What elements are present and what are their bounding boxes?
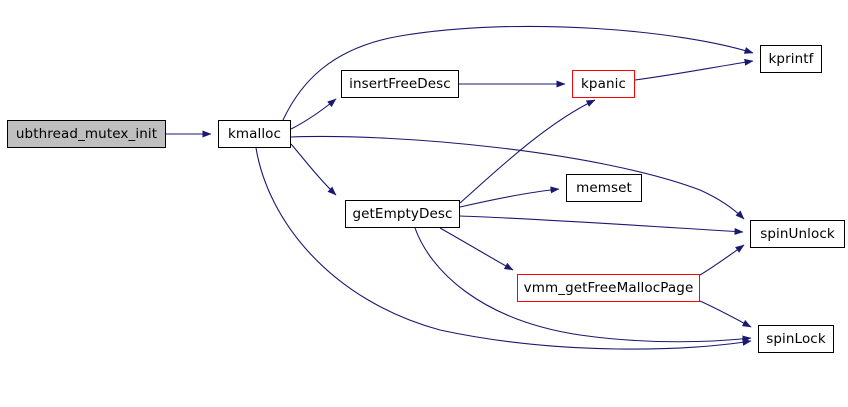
node-kpanic[interactable]: kpanic <box>572 70 635 98</box>
edge-getEmptyDesc-to-memset <box>459 186 560 208</box>
edge-kmalloc-to-kprintf <box>282 25 754 121</box>
node-label: vmm_getFreeMallocPage <box>523 280 694 296</box>
edge-kpanic-to-kprintf <box>634 58 754 81</box>
node-vmm_getFreeMallocPage[interactable]: vmm_getFreeMallocPage <box>517 274 700 302</box>
edge-kmalloc-to-spinLock <box>255 147 752 350</box>
node-label: kmalloc <box>227 126 282 142</box>
node-label: ubthread_mutex_init <box>15 126 158 142</box>
node-label: spinLock <box>766 331 826 347</box>
node-label: getEmptyDesc <box>352 206 453 222</box>
node-ubthread_mutex_init[interactable]: ubthread_mutex_init <box>7 120 166 148</box>
edge-kmalloc-to-spinUnlock <box>290 135 745 220</box>
edge-getEmptyDesc-to-vmm_getFreeMallocPage <box>439 227 514 271</box>
node-label: insertFreeDesc <box>349 76 451 92</box>
node-spinLock[interactable]: spinLock <box>758 325 834 353</box>
edge-kmalloc-to-getEmptyDesc <box>290 143 337 196</box>
node-kprintf[interactable]: kprintf <box>760 45 822 73</box>
node-getEmptyDesc[interactable]: getEmptyDesc <box>345 200 460 228</box>
edge-getEmptyDesc-to-kpanic <box>459 99 596 204</box>
node-label: memset <box>576 180 632 196</box>
node-label: kpanic <box>581 76 626 92</box>
edge-vmm_getFreeMallocPage-to-spinUnlock <box>699 244 745 276</box>
node-label: spinUnlock <box>760 226 835 242</box>
node-memset[interactable]: memset <box>566 174 642 202</box>
edge-kmalloc-to-insertFreeDesc <box>290 98 337 130</box>
edge-getEmptyDesc-to-spinLock <box>414 227 752 343</box>
edge-getEmptyDesc-to-spinUnlock <box>459 215 744 235</box>
node-kmalloc[interactable]: kmalloc <box>218 120 291 148</box>
node-label: kprintf <box>768 51 814 67</box>
node-spinUnlock[interactable]: spinUnlock <box>750 220 845 248</box>
edge-vmm_getFreeMallocPage-to-spinLock <box>699 300 752 328</box>
node-insertFreeDesc[interactable]: insertFreeDesc <box>341 70 459 98</box>
